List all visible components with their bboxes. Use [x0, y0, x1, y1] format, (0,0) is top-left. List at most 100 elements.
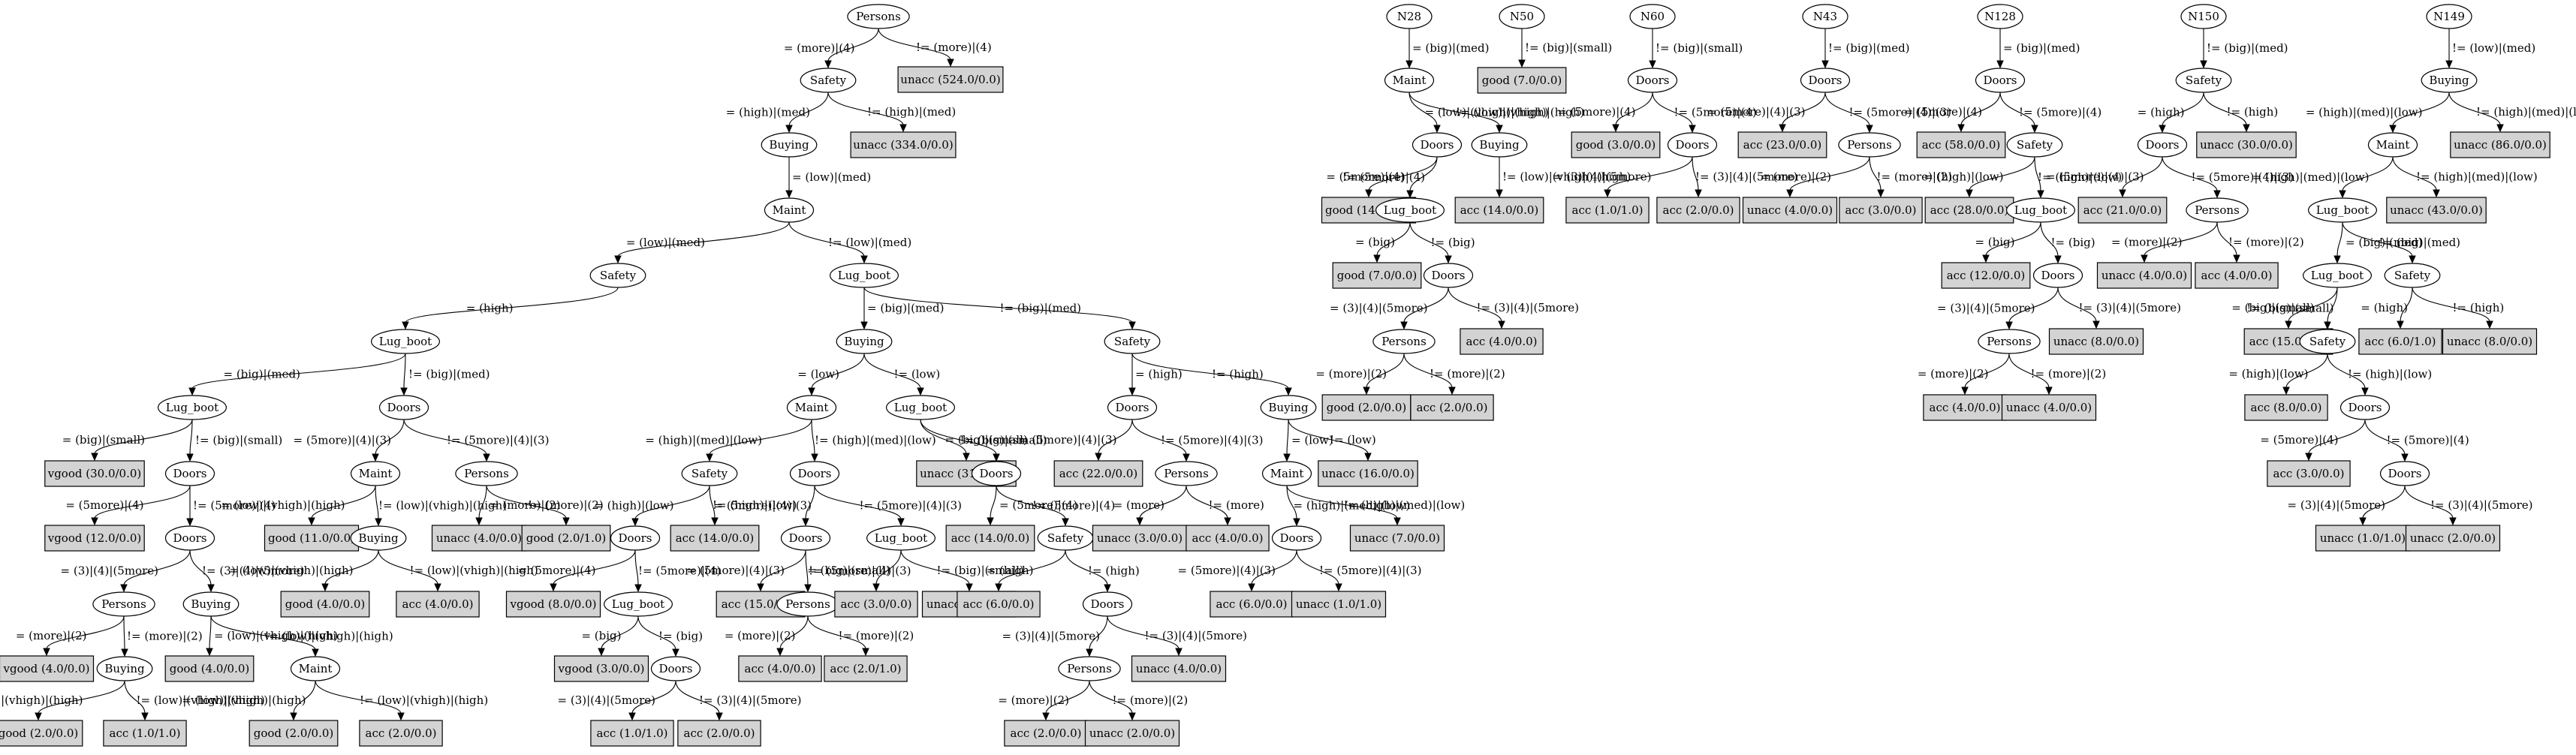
edge-arrowhead [987, 517, 994, 526]
edge-line [403, 419, 487, 456]
edge: != (low)|(vhigh)|(high) [1409, 92, 1584, 134]
decision-ellipse [1627, 68, 1678, 93]
edge-line [1286, 485, 1297, 520]
leaf-box [44, 525, 145, 552]
edge-label: != (low)|(med) [828, 236, 911, 249]
leaf-node: unacc (524.0/0.0) [897, 66, 1004, 93]
edge: = (high)|(med)|(low) [645, 419, 812, 462]
decision-node: N150 [2180, 4, 2227, 29]
edge-label: = (big)|(med) [223, 368, 300, 381]
edge-label: != (5more)|(4) [193, 499, 276, 513]
edge-label: = (low) [1291, 434, 1333, 447]
edge-arrowhead [397, 712, 405, 721]
edge-line [1964, 353, 2010, 389]
leaf-node: acc (6.0/0.0) [1210, 591, 1294, 618]
decision-node: Lug_boot [1375, 197, 1445, 223]
decision-node: Persons [1978, 329, 2041, 354]
leaf-box [1565, 197, 1650, 224]
edge-arrowhead [785, 125, 793, 134]
edge-line [315, 680, 402, 714]
edge-label: != (big)|(small) [937, 564, 1024, 577]
decision-ellipse [1260, 395, 1317, 420]
edge: != (3)|(4)|(5more) [1448, 287, 1579, 329]
decision-node: Safety [1104, 329, 1161, 354]
edge-arrowhead [2339, 190, 2346, 199]
node-label: unacc (30.0/0.0) [2200, 138, 2293, 152]
edge: != (more)|(4) [878, 28, 992, 68]
edge: != (3)|(4)|(5more) [2057, 287, 2181, 329]
edge-arrowhead [1612, 124, 1619, 133]
node-label: Buying [769, 138, 809, 152]
edge-arrowhead [1695, 189, 1702, 198]
decision-ellipse [1261, 461, 1312, 486]
edge-arrowhead [308, 517, 315, 526]
edge-line [2392, 92, 2450, 127]
edge-arrowhead [1136, 517, 1143, 526]
edge-line [324, 549, 379, 585]
edge-arrowhead [43, 648, 50, 657]
edge-label: = (more)|(2) [998, 693, 1069, 707]
edge: != (low)|(vhigh)|(high) [210, 615, 393, 657]
decision-ellipse [1372, 329, 1436, 354]
edge-arrowhead [1966, 189, 1973, 198]
leaf-box [2315, 525, 2411, 552]
leaf-node: unacc (86.0/0.0) [2450, 131, 2550, 158]
decision-ellipse [2367, 132, 2418, 158]
edge-label: = (big)|(small) [945, 433, 1028, 447]
edge-arrowhead [2361, 387, 2369, 396]
leaf-box [1923, 394, 2007, 421]
edge: = (high) [1128, 353, 1183, 396]
edge-label: = (low)|(vhigh)|(high) [221, 498, 345, 512]
decision-ellipse [1838, 132, 1901, 158]
edge: != (big) [637, 615, 703, 657]
leaf-box [677, 720, 761, 747]
node-label: N149 [2433, 10, 2465, 23]
node-label: unacc (8.0/0.0) [2053, 335, 2139, 348]
node-label: Safety [1114, 335, 1151, 348]
edge-line [811, 353, 865, 390]
node-label: Doors [2041, 269, 2075, 282]
edge-arrowhead [434, 583, 441, 592]
decision-ellipse [1978, 329, 2041, 354]
edge-arrowhead [628, 712, 636, 721]
edge-label: = (big)|(small) [2231, 301, 2314, 314]
decision-ellipse [764, 197, 815, 223]
edge-line [1045, 680, 1090, 714]
node-label: Persons [2195, 203, 2240, 217]
leaf-box [897, 66, 1004, 93]
node-label: acc (4.0/0.0) [745, 662, 816, 675]
edge-label: != (high)|(med)|(low) [815, 434, 936, 447]
decision-node: Lug_boot [2308, 197, 2378, 223]
edge-line [1403, 287, 1449, 323]
leaf-node: acc (4.0/0.0) [2195, 262, 2279, 289]
leaf-node: acc (6.0/0.0) [957, 591, 1041, 618]
decision-ellipse [2180, 4, 2227, 29]
node-label: Lug_boot [875, 531, 927, 545]
node-label: unacc (3.0/0.0) [1097, 531, 1183, 545]
node-label: acc (6.0/0.0) [1216, 597, 1288, 611]
edge-arrowhead [1518, 59, 1526, 68]
leaf-box [1410, 394, 1494, 421]
edge: = (low) [797, 353, 865, 396]
edge-label: != (more)|(2) [127, 630, 203, 643]
edge-arrowhead [2333, 255, 2341, 264]
decision-ellipse [1499, 4, 1545, 29]
edge-arrowhead [186, 518, 194, 527]
edge: = (big)|(small) [62, 419, 193, 462]
edge-line [814, 485, 902, 520]
node-label: unacc (4.0/0.0) [1136, 662, 1222, 675]
leaf-box [1477, 67, 1567, 94]
node-label: acc (2.0/0.0) [1663, 203, 1734, 217]
edge-arrowhead [716, 712, 723, 721]
edge-label: != (5more)|(4)|(3) [447, 434, 550, 447]
leaf-box [2358, 328, 2442, 355]
edge: != (5more)|(4) [996, 485, 1115, 527]
node-label: Doors [980, 467, 1014, 480]
edge-arrowhead [91, 453, 98, 462]
leaf-box [1941, 262, 2031, 289]
edge-arrowhead [207, 584, 215, 593]
edge: != (5more)|(4)|(3) [1824, 92, 1951, 134]
node-label: acc (1.0/1.0) [597, 726, 668, 740]
edge-line [2400, 287, 2413, 323]
node-label: Lug_boot [838, 269, 890, 282]
